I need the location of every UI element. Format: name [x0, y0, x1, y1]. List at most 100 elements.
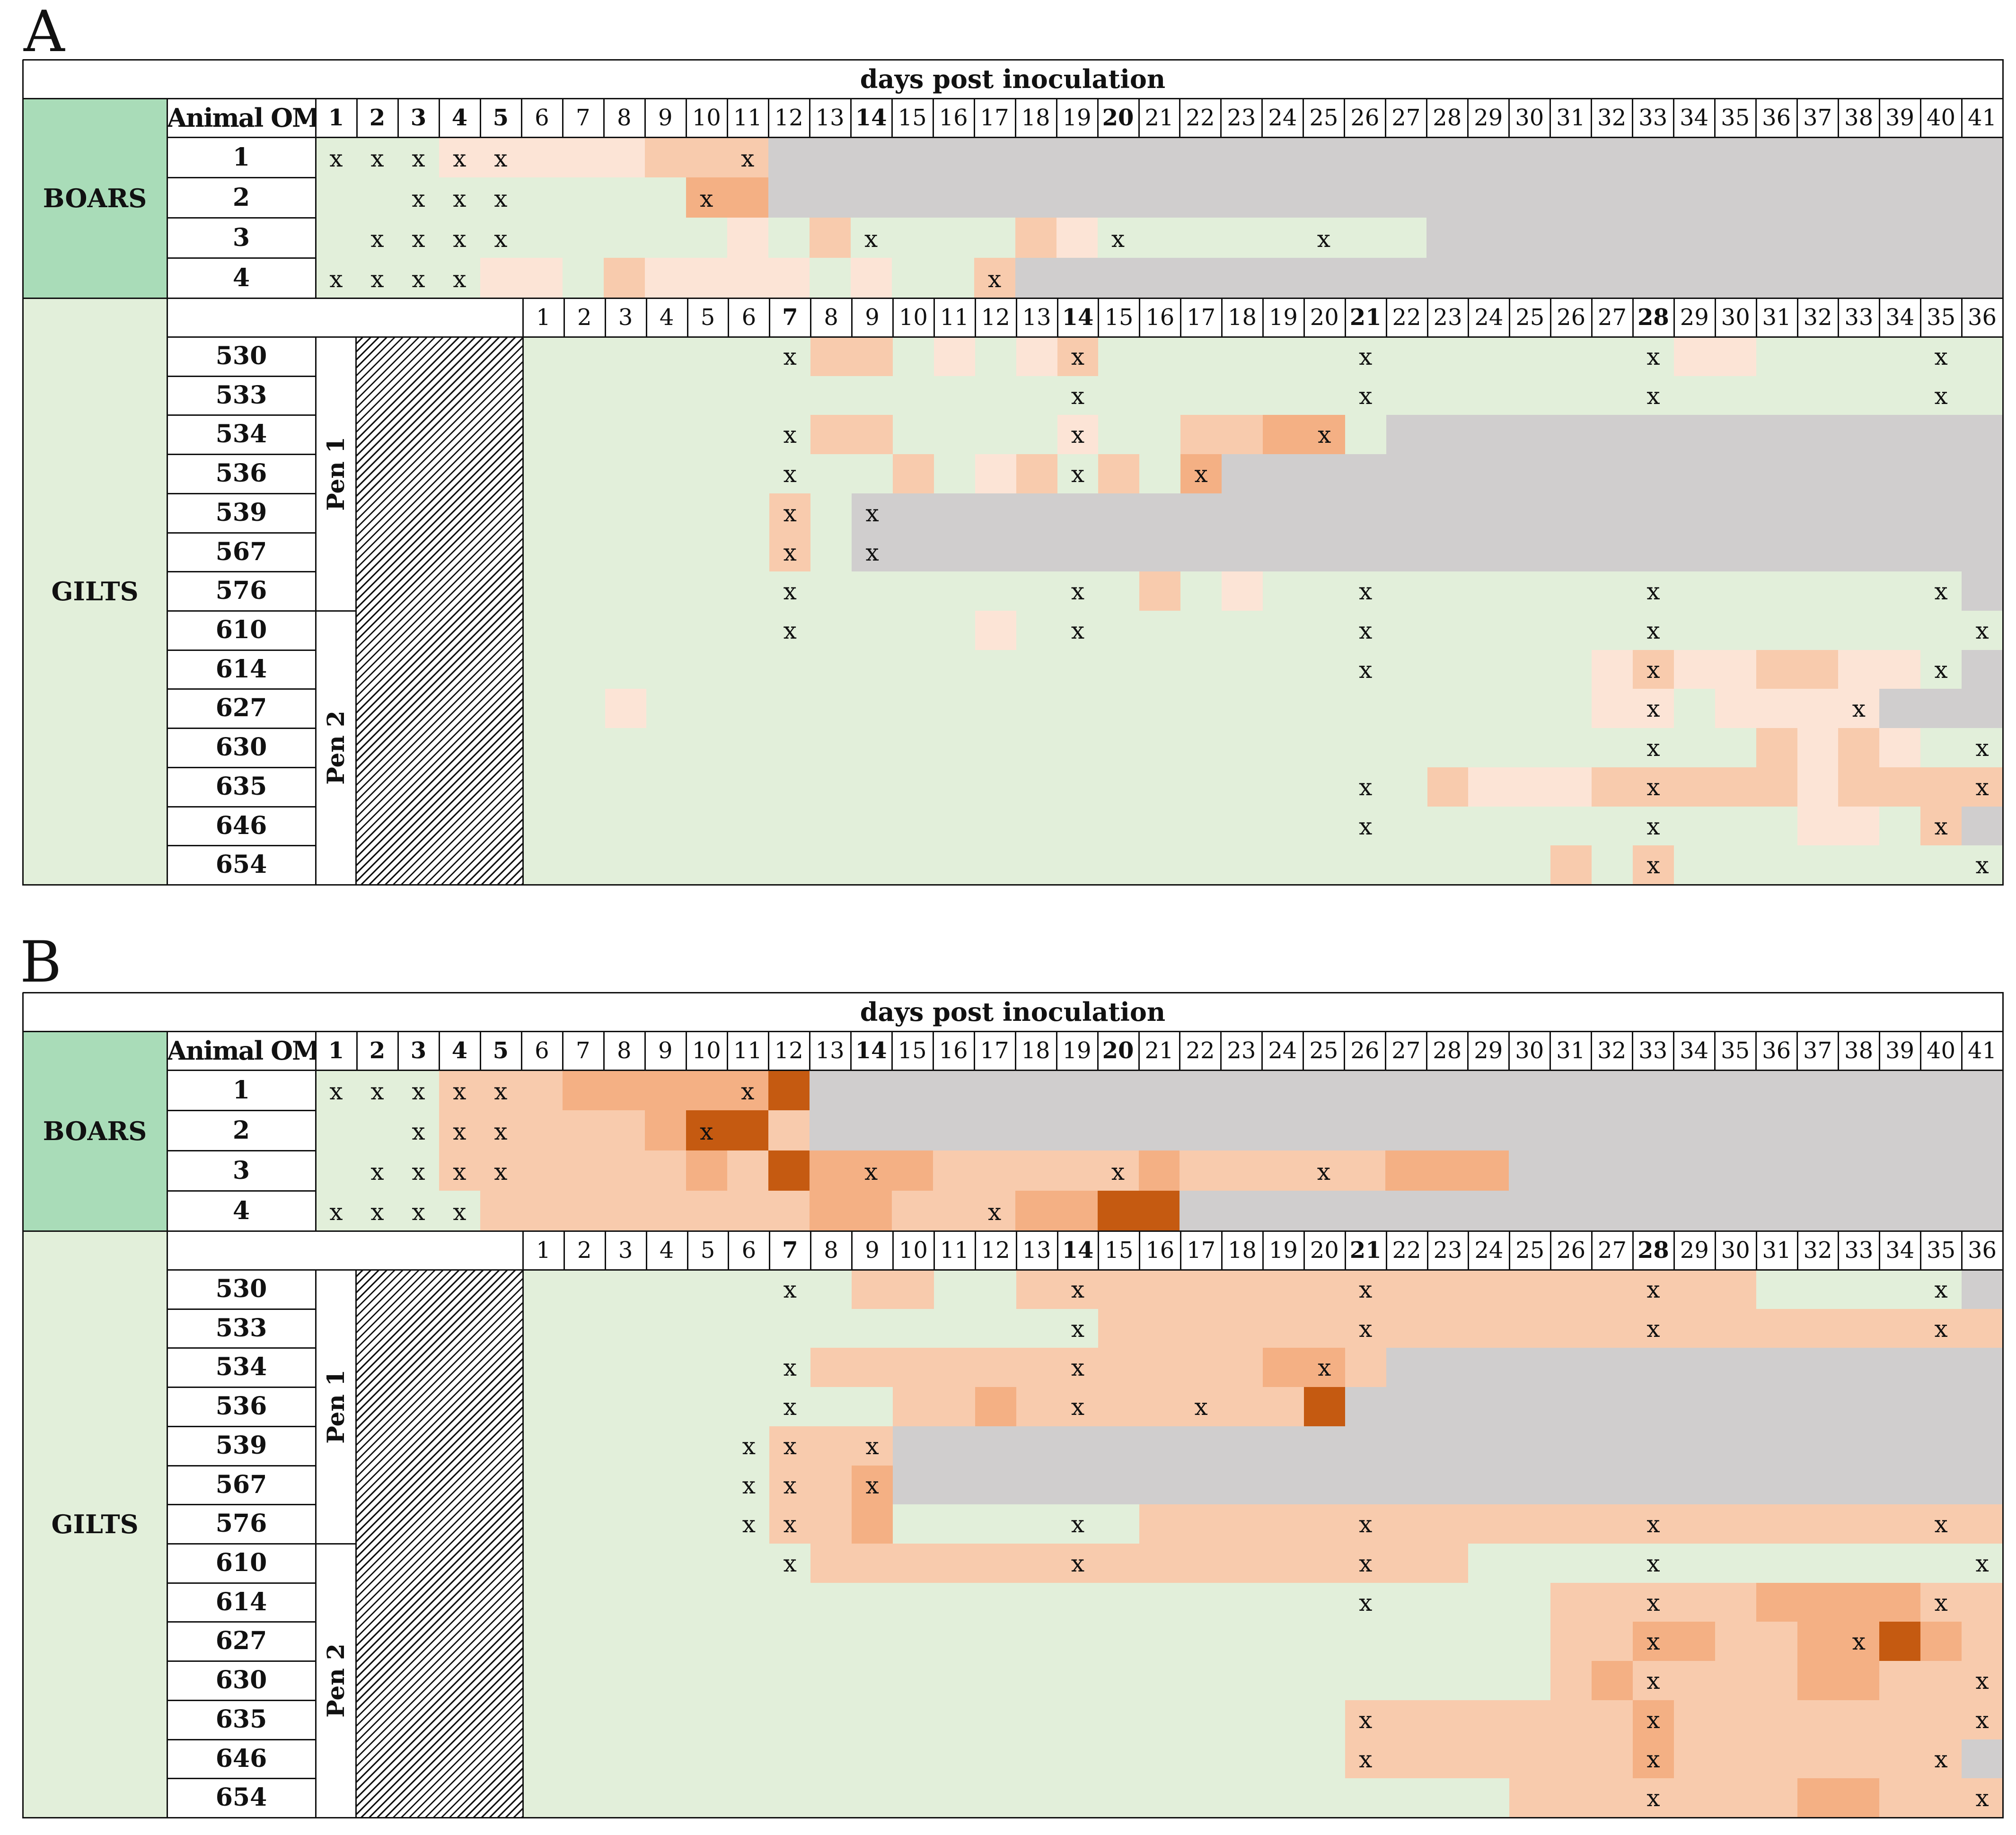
panel-b-boars-group-cell	[23, 1031, 167, 1231]
panel-a-gilt-cell	[1673, 689, 1716, 729]
panel-a-boar-cell	[1015, 177, 1057, 218]
panel-b-gilt-cell	[1098, 1504, 1140, 1544]
panel-a-gilt-cell	[1633, 337, 1674, 377]
panel-b-gilt-cell	[1427, 1622, 1469, 1661]
panel-a-boar-x-mark: x	[453, 265, 467, 293]
panel-a-boar-x-mark: x	[370, 145, 384, 172]
panel-b-gilt-cell	[1180, 1544, 1222, 1583]
panel-a-gilt-cell	[1797, 845, 1839, 885]
panel-a-gilt-day-label: 19	[1268, 304, 1298, 331]
panel-a-gilt-cell	[1263, 611, 1304, 650]
panel-a-gilt-cell	[893, 415, 934, 455]
panel-a-gilt-cell	[523, 454, 564, 494]
panel-b-line	[316, 1543, 356, 1545]
panel-b-gilt-day-label: 17	[1187, 1237, 1216, 1264]
panel-a-gilt-cell	[605, 806, 647, 846]
panel-a-gilt-cell	[1879, 650, 1921, 689]
panel-a-boar-day-label: 37	[1803, 105, 1832, 131]
panel-b-line	[167, 1778, 316, 1780]
panel-a-gilt-cell	[1303, 728, 1346, 768]
panel-b-gilt-cell	[1222, 1582, 1263, 1622]
panel-a-gilt-x-mark: x	[1359, 382, 1373, 410]
panel-a-line	[1838, 298, 1840, 337]
panel-b-boar-cell	[1838, 1070, 1880, 1111]
panel-a-gilt-cell	[1633, 845, 1674, 885]
panel-b-boar-cell	[809, 1150, 851, 1191]
panel-a-line	[1261, 98, 1263, 137]
panel-b-line	[810, 1231, 812, 1270]
panel-b-gilt-id: 539	[215, 1431, 267, 1460]
panel-b-gilt-cell	[1797, 1308, 1839, 1348]
panel-a-gilt-cell	[605, 376, 647, 415]
panel-b-gilt-cell	[646, 1426, 688, 1466]
panel-b-gilt-cell	[1920, 1739, 1962, 1779]
panel-b-gilt-cell	[810, 1348, 852, 1387]
panel-a-gilt-x-mark: x	[783, 343, 797, 370]
panel-b-gilt-cell	[1386, 1504, 1428, 1544]
panel-b-boar-cell	[1426, 1150, 1468, 1191]
panel-a-boar-cell	[1797, 218, 1839, 258]
panel-b-gilt-cell	[1386, 1661, 1428, 1701]
panel-a-gilt-cell	[687, 845, 729, 885]
panel-a-gilt-cell	[605, 532, 647, 572]
panel-a-boar-cell	[1344, 258, 1386, 299]
panel-b-gilt-cell	[1098, 1465, 1140, 1505]
panel-b-line	[1220, 1031, 1222, 1070]
panel-a-gilt-day-label: 36	[1968, 304, 1997, 331]
panel-a-gilt-cell	[1673, 571, 1716, 611]
panel-b-gilt-cell	[728, 1387, 770, 1427]
panel-a-gilt-cell	[605, 493, 647, 533]
panel-b-boar-cell	[1262, 1110, 1303, 1151]
panel-a-boar-cell	[439, 218, 481, 258]
panel-b-gilt-x-mark: x	[1071, 1393, 1085, 1421]
panel-a-line	[1138, 98, 1140, 137]
panel-b-line	[22, 992, 24, 1818]
panel-a-gilt-cell	[1386, 650, 1428, 689]
panel-a-gilt-cell	[605, 728, 647, 768]
panel-a-gilt-cell	[1673, 611, 1716, 650]
panel-a-gilt-cell	[852, 728, 893, 768]
panel-b-boar-x-mark: x	[453, 1078, 467, 1105]
panel-b-gilt-cell	[687, 1622, 729, 1661]
panel-b-gilt-cell	[810, 1778, 852, 1818]
panel-b-boar-cell	[1756, 1150, 1797, 1191]
panel-b-boar-cell	[1797, 1191, 1839, 1231]
panel-b-gilt-cell	[1550, 1622, 1592, 1661]
panel-a-gilt-cell	[728, 571, 770, 611]
panel-b-boar-day-label: 18	[1021, 1037, 1050, 1064]
panel-b-gilt-cell	[646, 1544, 688, 1583]
panel-b-boar-day-label: 11	[733, 1037, 762, 1064]
panel-a-gilt-cell	[605, 650, 647, 689]
panel-b-line	[1139, 1231, 1141, 1270]
panel-a-gilt-cell	[1427, 728, 1469, 768]
panel-a-gilt-day-label: 1	[536, 304, 551, 331]
panel-a-gilt-cell	[605, 689, 647, 729]
panel-a-gilt-cell	[1386, 376, 1428, 415]
panel-a-gilt-x-mark: x	[1646, 773, 1660, 801]
panel-a-boar-day-label: 15	[898, 105, 927, 131]
panel-b-gilt-cell	[1509, 1270, 1551, 1309]
panel-b-line	[850, 1031, 852, 1070]
panel-b-line	[1467, 1031, 1469, 1070]
panel-a-boar-x-mark: x	[412, 225, 425, 253]
panel-a-gilt-cell	[1879, 845, 1921, 885]
panel-b-boar-cell	[1756, 1191, 1797, 1231]
panel-a-gilt-cell	[1303, 767, 1346, 807]
panel-b-line	[1426, 1031, 1428, 1070]
panel-b-boar-cell	[1879, 1070, 1921, 1111]
panel-a-boar-cell	[1385, 218, 1427, 258]
panel-a-boar-day-label: 21	[1144, 105, 1174, 131]
panel-b-line	[167, 1110, 316, 1111]
panel-b-gilt-cell	[1427, 1308, 1469, 1348]
panel-a-gilt-cell	[1386, 493, 1428, 533]
panel-a-line	[1426, 98, 1428, 137]
panel-b-boar-cell	[686, 1110, 728, 1151]
panel-a-boar-cell	[933, 258, 975, 299]
panel-b-boar-x-mark: x	[412, 1158, 425, 1185]
panel-b-line	[315, 1031, 317, 1231]
panel-b-gilt-cell	[1797, 1700, 1839, 1740]
panel-a-gilt-cell	[1592, 611, 1633, 650]
panel-a-gilt-cell	[1222, 845, 1263, 885]
panel-a-boar-cell	[1180, 218, 1221, 258]
panel-b-line	[851, 1231, 853, 1270]
